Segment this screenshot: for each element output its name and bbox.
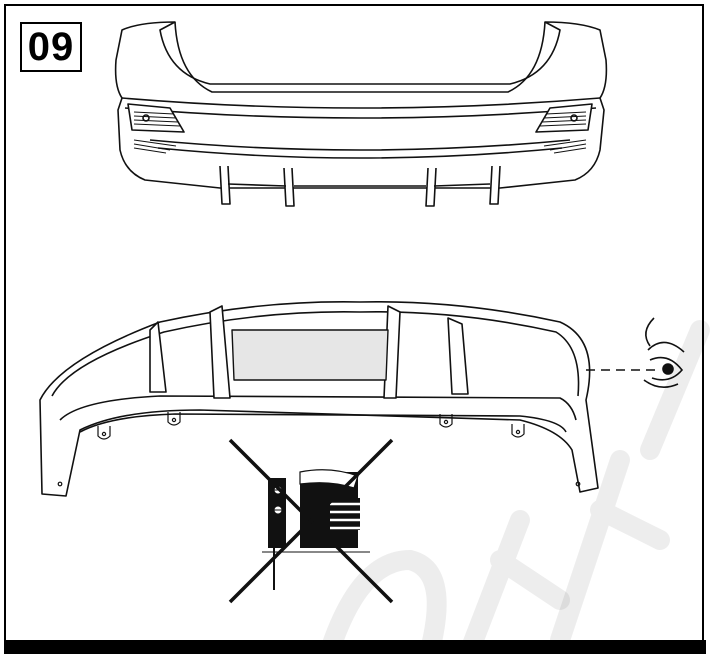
jigsaw-prohibited-icon <box>228 438 394 604</box>
step-number: 09 <box>20 22 82 72</box>
rear-diffuser-illustration <box>39 301 599 497</box>
rear-bumper-illustration <box>114 21 608 207</box>
eye-icon <box>586 317 685 388</box>
footer-bar <box>4 640 706 654</box>
watermark <box>320 320 710 654</box>
